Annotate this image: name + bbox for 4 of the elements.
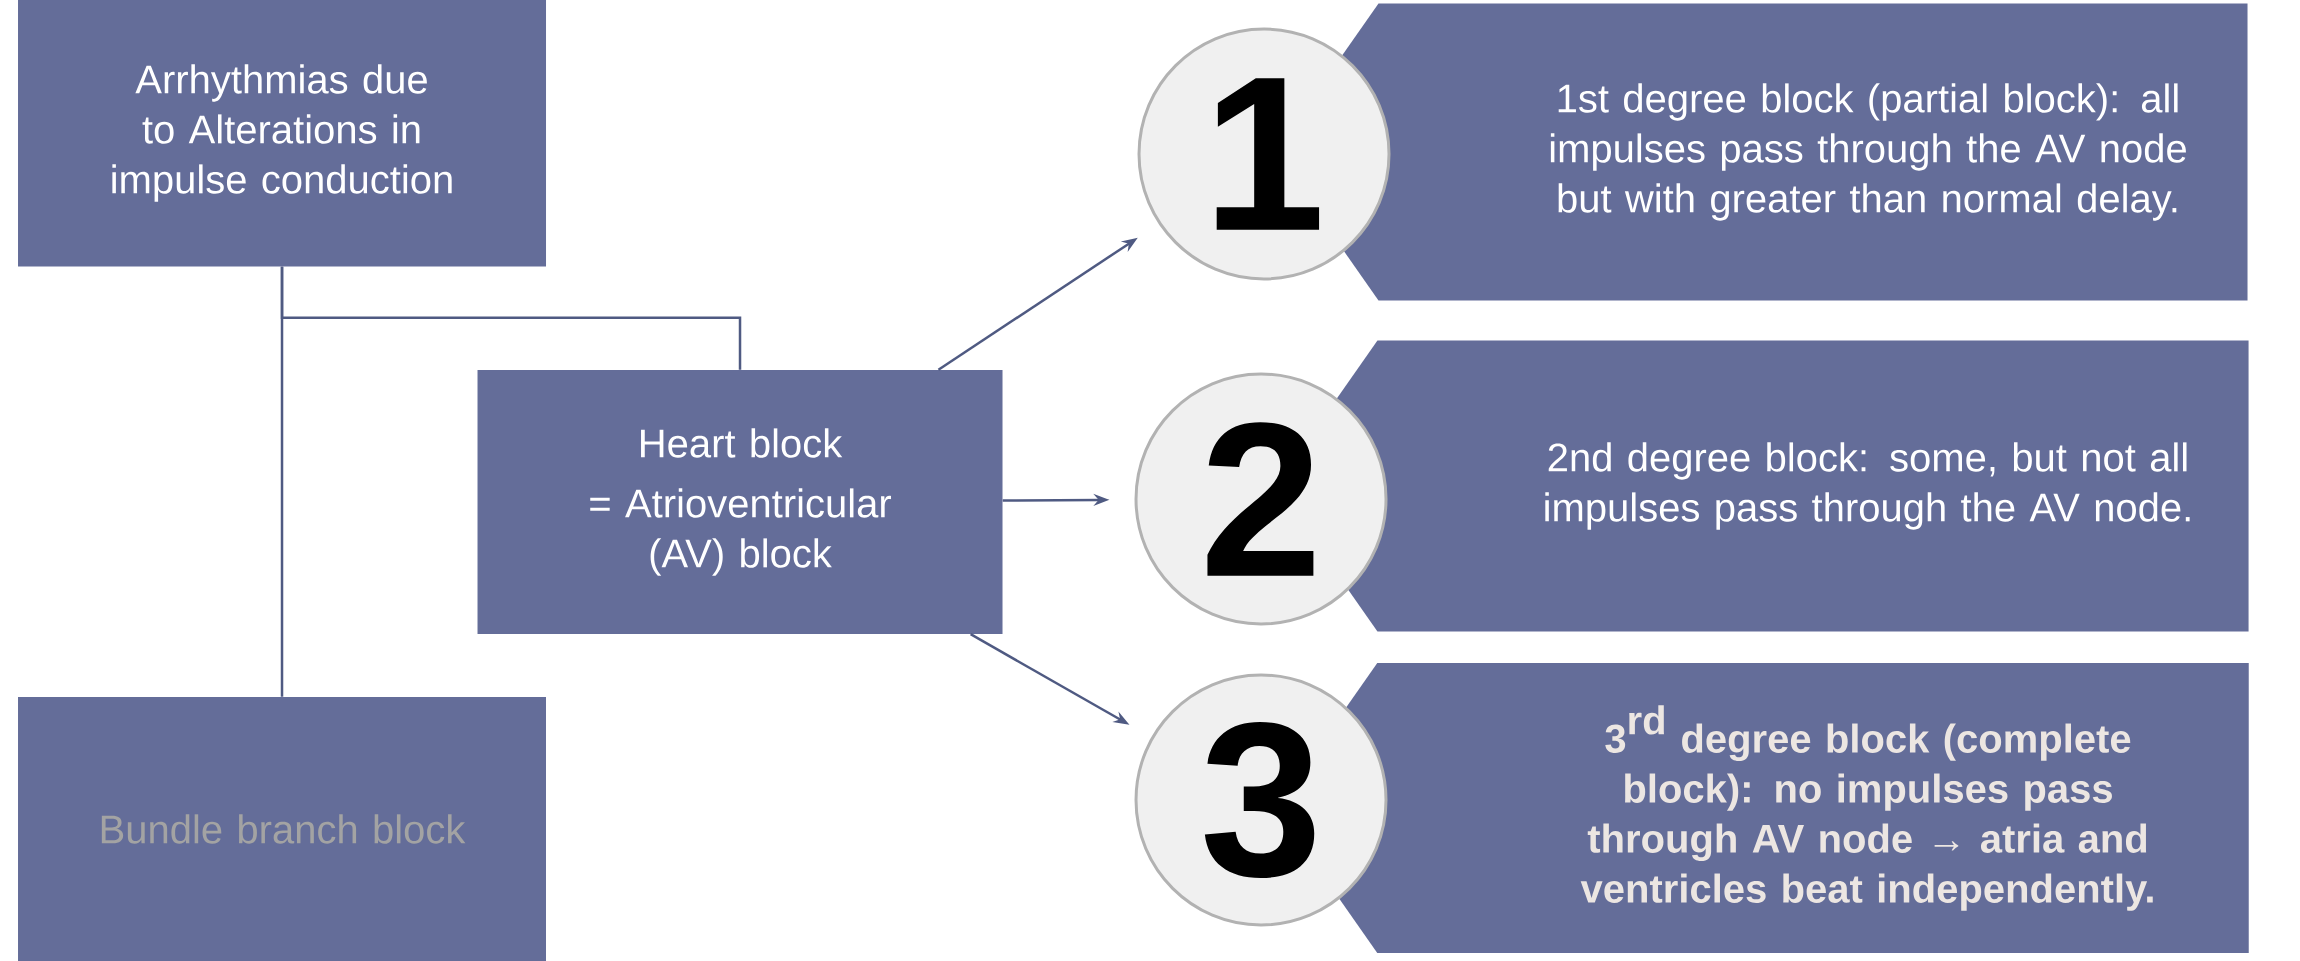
process-box: Arrhythmias due to Alterations in impulse conduction [18,0,546,267]
connector [280,266,284,697]
process-box: Bundle branch block [18,697,546,961]
process-box: Heart block = Atrioventricular (AV) block [477,370,1003,634]
